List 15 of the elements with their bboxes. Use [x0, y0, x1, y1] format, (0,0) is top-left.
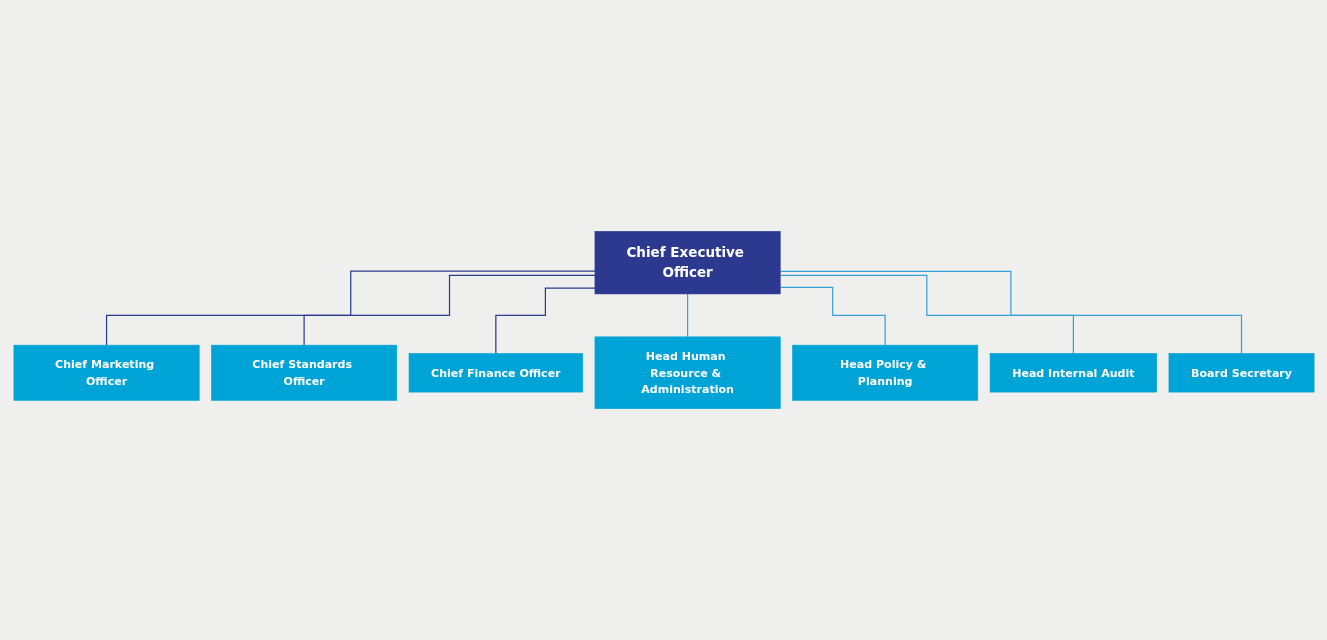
connector	[779, 286, 886, 346]
connector	[494, 287, 596, 355]
connector	[686, 293, 688, 338]
connector	[303, 274, 596, 346]
node-box: Head Human Resource & Administration	[594, 336, 781, 409]
node-box: Chief Finance Officer	[408, 353, 583, 393]
connector	[779, 270, 1242, 355]
node-box: Head Policy & Planning	[791, 344, 978, 401]
node-box: Chief Marketing Officer	[13, 344, 199, 401]
connector	[105, 270, 596, 346]
node-box: Chief Standards Officer	[210, 344, 397, 401]
node-box: Board Secretary	[1168, 353, 1314, 393]
connector	[779, 274, 1074, 355]
node-box: Head Internal Audit	[989, 353, 1157, 393]
node-box: Chief Executive Officer	[594, 231, 781, 295]
